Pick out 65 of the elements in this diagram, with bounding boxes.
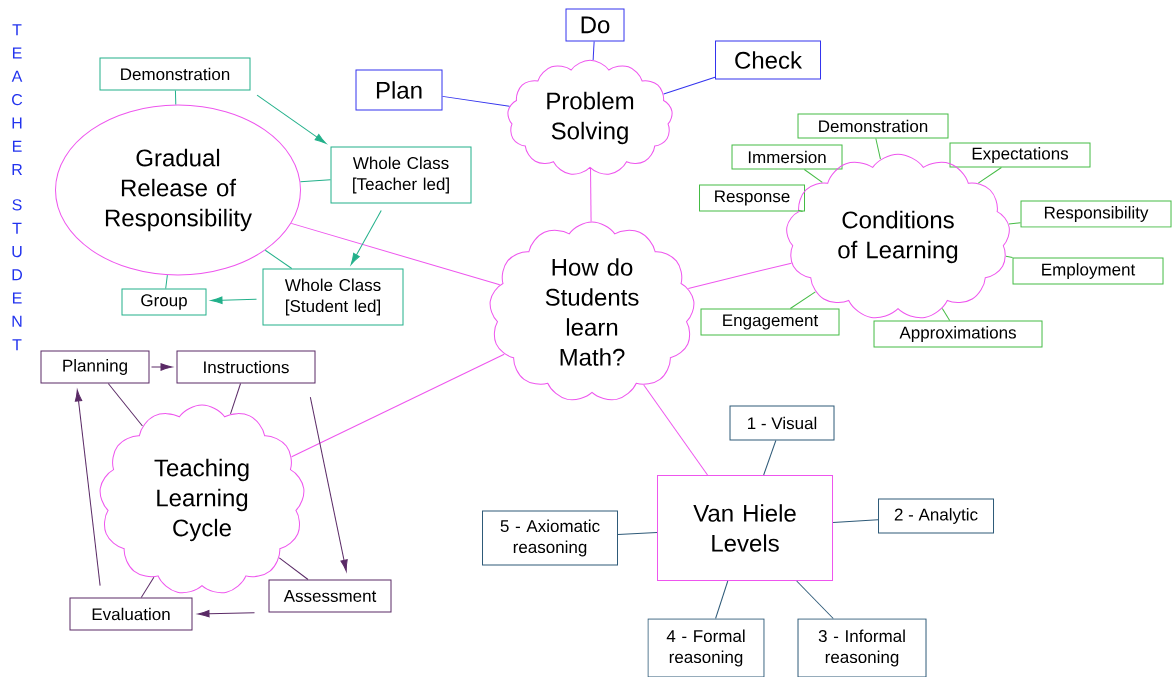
connector-line (941, 308, 951, 321)
connector-line (803, 169, 823, 183)
connector-line (230, 383, 242, 415)
level-box: 3 - Informal reasoning (797, 618, 927, 677)
topic-box: Response (699, 184, 805, 212)
topic-box: Whole Class [Teacher led] (330, 146, 472, 204)
topic-box: Approximations (873, 320, 1043, 348)
arrow (151, 363, 173, 371)
arrow (197, 609, 255, 618)
arrow (74, 389, 101, 587)
connector-line (165, 274, 168, 289)
step-box: Plan (355, 69, 443, 111)
topic-box: Van Hiele Levels (657, 475, 833, 581)
level-box: 4 - Formal reasoning (647, 618, 765, 677)
topic-box: Employment (1012, 257, 1164, 285)
arrow (210, 296, 257, 304)
level-box: 2 - Analytic (878, 498, 994, 534)
central-cloud: How do Students learn Math? (489, 221, 695, 401)
arrow (256, 94, 327, 144)
topic-box: Demonstration (99, 57, 251, 91)
level-box: 5 - Axiomatic reasoning (482, 510, 618, 566)
connector-line (590, 168, 592, 222)
topic-box: Planning (40, 350, 150, 384)
topic-box: Assessment (268, 579, 392, 613)
connector-line (140, 576, 155, 598)
step-box: Check (715, 40, 821, 80)
connector-line (687, 262, 792, 289)
topic-box: Responsibility (1020, 200, 1172, 228)
topic-box: Demonstration (797, 113, 949, 139)
connector-line (264, 249, 293, 269)
connector-line (1008, 222, 1021, 225)
topic-box: Instructions (176, 350, 316, 384)
topic-cloud: Problem Solving (507, 59, 673, 175)
connector-line (107, 383, 143, 427)
topic-box: Expectations (949, 142, 1091, 168)
connector-line (442, 95, 510, 107)
connector-line (977, 167, 1002, 184)
topic-box: Evaluation (69, 597, 193, 631)
arrow (309, 396, 348, 572)
arrow (350, 210, 382, 265)
side-label: TEACHER (11, 24, 23, 175)
step-box: Do (565, 8, 625, 42)
connector-line (1005, 255, 1013, 259)
connector-line (299, 179, 331, 183)
connector-line (290, 222, 501, 286)
level-box: 1 - Visual (729, 405, 835, 441)
connector-line (763, 440, 777, 476)
topic-box: Engagement (700, 308, 840, 336)
connector-line (663, 76, 716, 95)
connector-line (797, 209, 804, 212)
connector-line (715, 580, 729, 619)
connector-line (592, 41, 595, 61)
connector-line (832, 519, 879, 523)
connector-line (875, 138, 881, 160)
connector-line (617, 532, 658, 535)
connector-line (174, 90, 177, 105)
connector-line (789, 291, 816, 309)
connector-line (643, 384, 708, 476)
connector-line (278, 557, 309, 580)
side-label: STUDENT (12, 199, 22, 351)
connector-line (291, 353, 505, 458)
topic-box: Immersion (731, 144, 843, 170)
topic-box: Whole Class [Student led] (262, 268, 404, 326)
topic-box: Group (121, 288, 207, 316)
connector-line (796, 580, 834, 619)
